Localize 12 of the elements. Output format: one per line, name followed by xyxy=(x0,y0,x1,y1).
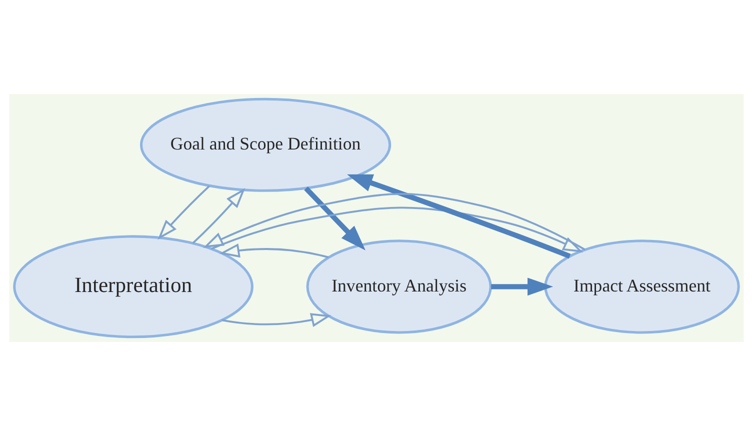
arrow xyxy=(211,206,584,252)
arrow xyxy=(347,174,571,258)
arrow xyxy=(158,184,210,240)
arrow xyxy=(304,186,366,250)
arrow xyxy=(192,188,246,244)
node-ellipse: Impact Assessment xyxy=(544,239,740,334)
arrow xyxy=(222,312,332,326)
arrow xyxy=(203,192,586,250)
arrow xyxy=(491,277,554,296)
arrow xyxy=(219,242,329,258)
node-ellipse: Inventory Analysis xyxy=(306,239,492,334)
node-ellipse: Interpretation xyxy=(13,234,254,338)
